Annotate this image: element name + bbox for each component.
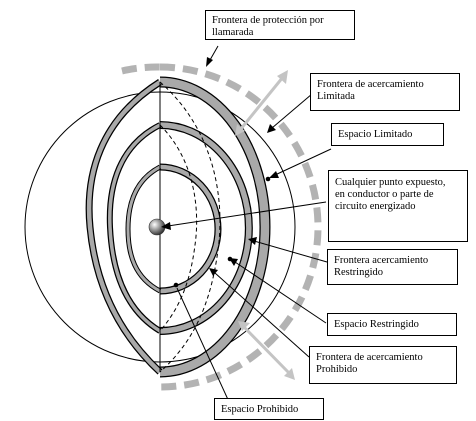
double-arrow-bottom [238, 321, 295, 380]
label-limited-boundary-line1: Frontera de acercamiento [317, 79, 424, 90]
restricted-approach-band-left-fill [108, 123, 161, 333]
double-arrow-top [235, 70, 288, 136]
label-exposed-line1: Cualquier punto expuesto, [335, 177, 446, 188]
label-prohibited-space-text: Espacio Prohibido [221, 404, 299, 415]
leader-limited-space [269, 148, 332, 178]
leader-flash [206, 45, 219, 67]
label-prohibited-approach-boundary: Frontera de acercamiento Prohibido [309, 346, 457, 384]
label-limited-space-text: Espacio Limitado [338, 129, 413, 140]
label-restricted-space-text: Espacio Restringido [334, 319, 419, 330]
depth-curve-inner [159, 124, 198, 332]
label-limited-approach-boundary: Frontera de acercamiento Limitada [310, 73, 460, 111]
leader-prohibited-space [176, 287, 231, 405]
leader-restricted-boundary [248, 237, 328, 263]
flash-protection-boundary [159, 63, 322, 391]
prohibited-approach-band-fill [159, 164, 221, 294]
label-limited-boundary-line2: Limitada [317, 91, 355, 102]
label-flash-line1: Frontera de protección por [212, 15, 324, 26]
label-restricted-approach-boundary: Frontera acercamiento Restringido [327, 249, 458, 285]
label-restricted-boundary-line1: Frontera acercamiento [334, 255, 429, 266]
label-exposed-line3: circuito energizado [335, 201, 416, 212]
label-exposed-line2: en conductor o parte de [335, 189, 434, 200]
leader-exposed-point [161, 201, 327, 230]
prohibited-approach-band-left-fill [126, 165, 161, 293]
label-restricted-space: Espacio Restringido [327, 313, 457, 336]
restricted-approach-band-fill [159, 122, 252, 334]
label-restricted-boundary-line2: Restringido [334, 267, 383, 278]
leader-restricted-space [229, 258, 327, 324]
leader-prohibited-boundary [209, 268, 310, 358]
label-prohibited-space: Espacio Prohibido [214, 398, 324, 420]
flash-protection-boundary-top [121, 63, 161, 75]
depth-curve-outer [159, 81, 221, 373]
label-prohibited-boundary-line2: Prohibido [316, 364, 358, 375]
label-exposed-point: Cualquier punto expuesto, en conductor o… [328, 170, 468, 242]
label-flash-line2: llamarada [212, 27, 254, 38]
limited-approach-band-left-fill [86, 80, 162, 374]
label-prohibited-boundary-line1: Frontera de acercamiento [316, 352, 423, 363]
prohibited-space-dot [173, 282, 179, 288]
leader-limited-boundary [267, 93, 313, 133]
label-flash-protection-boundary: Frontera de protección por llamarada [205, 10, 355, 40]
label-limited-space: Espacio Limitado [331, 123, 444, 146]
